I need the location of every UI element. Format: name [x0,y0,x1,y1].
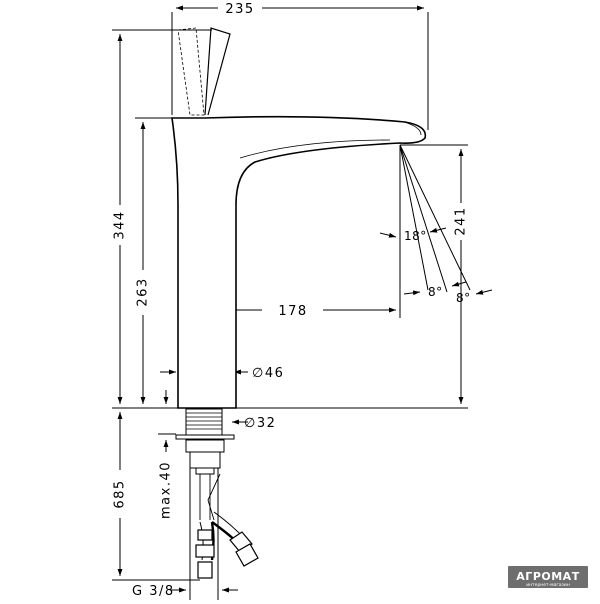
aerator-tip [403,121,422,136]
label-max-thickness: max.40 [159,461,174,519]
washer [175,434,235,440]
handle-lever [204,27,231,116]
mounting-assembly [175,408,235,521]
spout-contour [239,139,391,159]
label-aerator-height: 241 [454,206,469,235]
watermark-brand: АГРОМАТ [516,570,579,583]
stud-curve [207,473,221,521]
dimension-labels: 235 344 263 241 178 ∅46 ∅32 685 max.40 G… [113,2,469,599]
label-body-diameter: ∅46 [252,366,284,381]
label-total-height: 344 [113,210,128,239]
angle-labels: 18° 8° 8° [404,229,471,305]
watermark: АГРОМАТ интернет-магазин [508,566,588,588]
label-angle-18: 18° [404,229,427,243]
label-hose-length: 685 [113,479,128,508]
shank-thread [186,412,222,430]
water-jet-lines [399,144,471,293]
dimension-lines [117,5,493,593]
stud-rod [199,474,211,520]
fitting-left [195,529,215,579]
nut-body [189,451,221,469]
label-spout-reach: 178 [278,304,307,319]
spout-body [171,115,427,409]
nut [185,439,225,453]
hoses [195,511,259,579]
label-total-width: 235 [225,2,254,17]
fitting-right [229,531,259,567]
label-thread: G 3/8 [132,584,175,599]
watermark-tagline: интернет-магазин [526,583,570,588]
label-spout-height: 263 [136,277,151,306]
label-angle-8-right: 8° [456,291,471,305]
faucet-body [171,27,427,409]
handle-alt-position [177,27,205,116]
label-angle-8-left: 8° [428,285,443,299]
label-shank-diameter: ∅32 [244,416,276,431]
fixing-stud [195,467,215,475]
